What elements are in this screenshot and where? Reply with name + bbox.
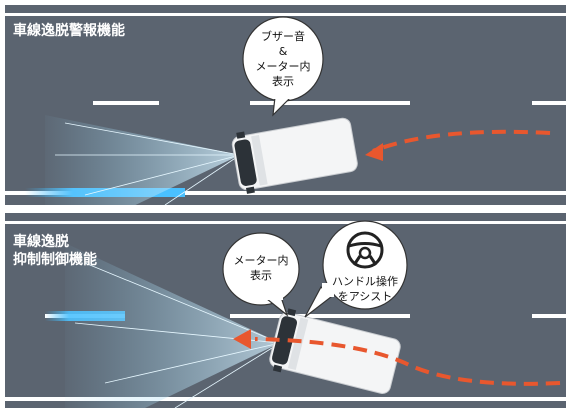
lane-dash xyxy=(93,101,159,105)
bubble-tail-cover xyxy=(322,283,334,297)
bubble-line: & xyxy=(278,45,288,58)
camera-beam xyxy=(65,243,280,408)
lane-dash xyxy=(250,101,410,105)
bubble-line: メーター内 xyxy=(233,254,289,267)
lane-dash xyxy=(230,314,410,318)
camera-beam-ray xyxy=(104,342,281,384)
camera-beam-ray xyxy=(84,154,241,196)
vehicle-path-arrow xyxy=(254,337,561,386)
road-edge-line xyxy=(5,397,566,401)
road-edge-line xyxy=(5,191,566,195)
camera-beam-ray xyxy=(64,122,241,156)
lane-dash xyxy=(532,314,566,318)
steering-wheel-icon xyxy=(346,231,384,269)
bubble-line: ハンドル操作 xyxy=(332,275,398,288)
bubble-tail-cover xyxy=(265,293,283,300)
meter-bubble-text: メーター内 表示 xyxy=(227,253,295,283)
camera-beam xyxy=(45,115,240,205)
steering-bubble-text: ハンドル操作 をアシスト xyxy=(325,274,405,304)
bubble-line: 表示 xyxy=(250,269,272,282)
camera-beam-ray xyxy=(84,262,281,344)
lane-departure-prevention-panel: 車線逸脱 抑制制御機能 メーター内 表示 ハンドル操作 をアシスト xyxy=(5,213,566,408)
bubble-line: 表示 xyxy=(272,75,294,88)
panel-title: 車線逸脱警報機能 xyxy=(13,23,125,39)
meter-bubble xyxy=(222,232,300,306)
road-edge-line xyxy=(5,13,566,16)
arrow-head xyxy=(233,329,251,349)
steering-bubble xyxy=(322,220,408,310)
bubble-line: ブザー音 xyxy=(261,30,305,43)
lane-departure-warning-panel: 車線逸脱警報機能 ブザー音 & メーター内 表示 xyxy=(5,5,566,205)
van xyxy=(269,308,401,394)
bubble-line: をアシスト xyxy=(337,290,393,303)
vehicle-path-arrow xyxy=(372,129,551,153)
road-edge-line xyxy=(5,221,566,224)
camera-beam-ray xyxy=(164,154,241,205)
camera-beam-ray xyxy=(174,342,281,408)
bubble-line: メーター内 xyxy=(255,60,311,73)
lane-dash xyxy=(532,101,566,105)
panel-title: 車線逸脱 抑制制御機能 xyxy=(13,234,97,268)
warning-scene xyxy=(5,13,566,205)
bubble-tail xyxy=(272,96,293,117)
van xyxy=(231,117,358,194)
bubble-tail-cover xyxy=(273,93,293,99)
prevention-scene xyxy=(5,220,566,408)
alert-bubble-text: ブザー音 & メーター内 表示 xyxy=(248,29,318,89)
arrow-head xyxy=(365,143,383,161)
